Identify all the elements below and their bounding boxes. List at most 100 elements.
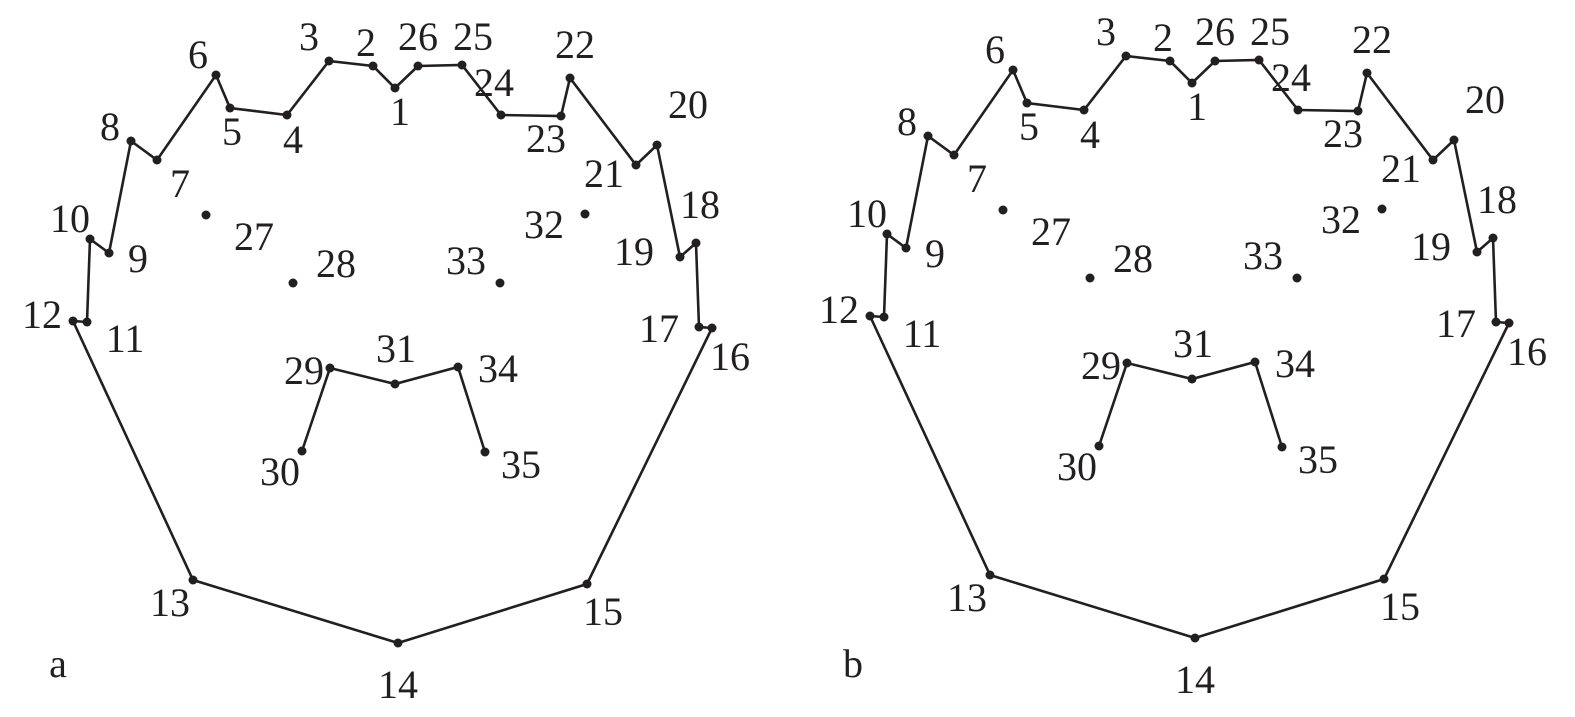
landmark-label-25: 25	[453, 14, 493, 59]
landmark-point-20	[1449, 135, 1459, 145]
landmark-point-4	[1079, 105, 1089, 115]
landmark-label-35: 35	[501, 442, 541, 487]
landmark-point-19	[675, 252, 685, 262]
landmark-point-31	[1187, 374, 1197, 384]
landmark-point-30	[297, 446, 307, 456]
landmark-point-21	[631, 160, 641, 170]
landmark-label-34: 34	[1275, 341, 1315, 386]
landmark-label-10: 10	[50, 196, 90, 241]
landmark-point-26	[1210, 56, 1220, 66]
landmark-label-6: 6	[985, 27, 1005, 72]
landmark-point-13	[188, 575, 198, 585]
landmark-label-31: 31	[376, 326, 416, 371]
landmark-point-8	[126, 136, 136, 146]
landmark-label-16: 16	[1507, 329, 1547, 374]
landmark-point-27	[998, 205, 1008, 215]
landmark-label-17: 17	[1436, 301, 1476, 346]
landmark-point-35	[480, 447, 490, 457]
landmark-point-9	[104, 248, 114, 258]
landmark-point-33	[495, 278, 505, 288]
landmark-label-12: 12	[819, 287, 859, 332]
landmark-point-17	[694, 322, 704, 332]
landmark-point-34	[1250, 357, 1260, 367]
landmark-label-20: 20	[1465, 77, 1505, 122]
landmark-point-34	[453, 362, 463, 372]
landmark-point-3	[324, 56, 334, 66]
landmark-point-15	[582, 579, 592, 589]
landmark-point-21	[1428, 155, 1438, 165]
landmark-point-29	[325, 363, 335, 373]
landmark-point-35	[1277, 442, 1287, 452]
landmark-label-13: 13	[947, 575, 987, 620]
landmark-label-27: 27	[234, 214, 274, 259]
landmark-point-30	[1094, 441, 1104, 451]
landmark-point-28	[288, 278, 298, 288]
landmark-label-15: 15	[583, 589, 623, 634]
panel-label: a	[49, 641, 67, 686]
landmark-label-24: 24	[1271, 55, 1311, 100]
landmark-point-19	[1472, 247, 1482, 257]
landmark-point-23	[556, 111, 566, 121]
landmark-label-17: 17	[639, 306, 679, 351]
landmark-point-8	[923, 131, 933, 141]
landmark-label-19: 19	[614, 229, 654, 274]
landmark-point-10	[85, 234, 95, 244]
landmark-label-27: 27	[1031, 209, 1071, 254]
landmark-label-23: 23	[1323, 111, 1363, 156]
landmark-point-32	[580, 209, 590, 219]
landmark-label-5: 5	[1019, 104, 1039, 149]
landmark-label-26: 26	[398, 14, 438, 59]
landmark-point-26	[413, 61, 423, 71]
landmark-label-29: 29	[284, 348, 324, 393]
landmark-label-21: 21	[1381, 146, 1421, 191]
landmark-label-24: 24	[474, 60, 514, 105]
landmark-label-23: 23	[526, 116, 566, 161]
landmark-point-7	[152, 155, 162, 165]
landmark-label-34: 34	[478, 346, 518, 391]
landmark-label-7: 7	[170, 161, 190, 206]
landmark-point-5	[1022, 98, 1032, 108]
landmark-point-6	[211, 70, 221, 80]
landmark-label-18: 18	[1477, 177, 1517, 222]
landmark-point-11	[879, 312, 889, 322]
landmark-point-2	[368, 61, 378, 71]
landmark-point-1	[1187, 78, 1197, 88]
landmark-label-31: 31	[1173, 321, 1213, 366]
landmark-point-24	[1293, 105, 1303, 115]
landmark-label-1: 1	[1187, 84, 1207, 129]
landmark-label-15: 15	[1380, 584, 1420, 629]
landmark-point-33	[1292, 273, 1302, 283]
landmark-label-22: 22	[1352, 17, 1392, 62]
landmark-point-28	[1085, 273, 1095, 283]
landmark-point-11	[82, 317, 92, 327]
landmark-label-4: 4	[1080, 112, 1100, 157]
landmark-point-5	[225, 103, 235, 113]
landmark-label-10: 10	[847, 191, 887, 236]
landmark-label-30: 30	[260, 449, 300, 494]
landmark-label-32: 32	[524, 202, 564, 247]
landmark-label-12: 12	[22, 292, 62, 337]
landmark-point-14	[1190, 633, 1200, 643]
landmark-label-33: 33	[446, 238, 486, 283]
landmark-label-2: 2	[356, 20, 376, 65]
landmark-label-14: 14	[378, 662, 418, 707]
landmark-label-20: 20	[668, 82, 708, 127]
landmark-point-31	[390, 379, 400, 389]
landmark-point-6	[1008, 65, 1018, 75]
landmark-point-24	[496, 110, 506, 120]
landmark-point-12	[68, 316, 78, 326]
landmark-point-32	[1377, 204, 1387, 214]
landmark-point-9	[901, 243, 911, 253]
landmark-point-18	[691, 238, 701, 248]
landmark-point-4	[282, 110, 292, 120]
landmark-label-3: 3	[299, 14, 319, 59]
landmark-label-30: 30	[1057, 444, 1097, 489]
landmark-point-16	[1504, 318, 1514, 328]
landmark-point-14	[393, 638, 403, 648]
landmark-label-8: 8	[100, 104, 120, 149]
landmark-label-28: 28	[1113, 236, 1153, 281]
mouth-edge-b	[1097, 360, 1284, 448]
landmark-label-21: 21	[584, 151, 624, 196]
mouth-edge-a	[300, 365, 487, 453]
